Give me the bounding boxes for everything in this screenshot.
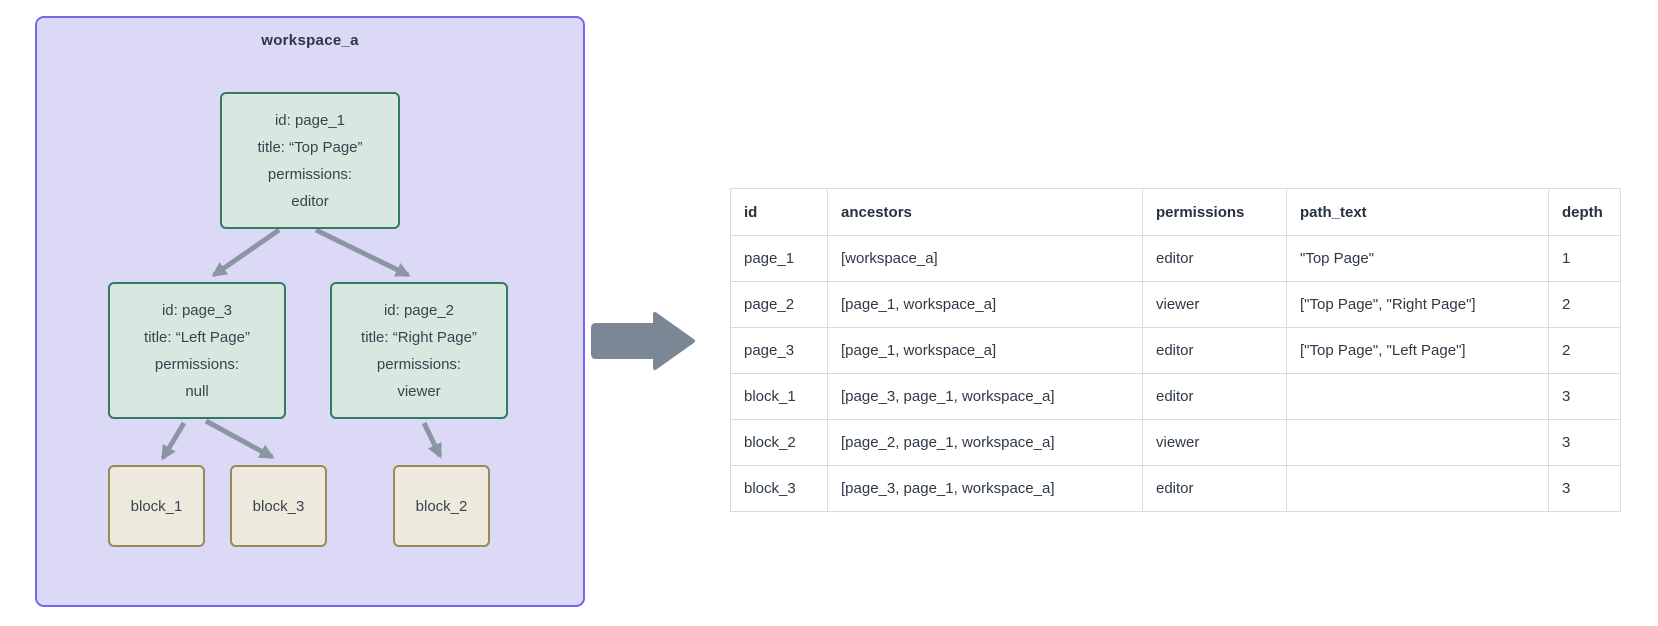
node-line-id: id: page_3 (161, 301, 233, 319)
node-line-perm: permissions: (376, 355, 462, 373)
cell-ancestors: [workspace_a] (827, 235, 1143, 282)
cell-permissions: editor (1142, 235, 1287, 282)
node-block-3: block_3 (230, 465, 327, 547)
cell-path-text (1286, 419, 1549, 466)
node-line-id: id: page_2 (383, 301, 455, 319)
edge-arrow-page1-page3 (211, 227, 281, 278)
col-header-permissions: permissions (1142, 188, 1287, 236)
node-line-perm: permissions: (154, 355, 240, 373)
cell-id: block_1 (730, 373, 828, 420)
col-header-ancestors: ancestors (827, 188, 1143, 236)
cell-id: page_2 (730, 281, 828, 328)
col-header-id: id (730, 188, 828, 236)
cell-permissions: viewer (1142, 419, 1287, 466)
cell-path-text: ["Top Page", "Right Page"] (1286, 281, 1549, 328)
result-table: id ancestors permissions path_text depth… (730, 188, 1621, 512)
cell-permissions: editor (1142, 327, 1287, 374)
cell-ancestors: [page_3, page_1, workspace_a] (827, 373, 1143, 420)
cell-depth: 2 (1548, 281, 1621, 328)
node-line-perm-value: null (185, 382, 209, 400)
workspace-title: workspace_a (261, 32, 359, 49)
table-row: block_1 [page_3, page_1, workspace_a] ed… (730, 373, 1621, 420)
cell-depth: 2 (1548, 327, 1621, 374)
cell-permissions: viewer (1142, 281, 1287, 328)
col-header-depth: depth (1548, 188, 1621, 236)
workspace-container: workspace_a id: page_1 title: “Top Page”… (35, 16, 585, 607)
node-block-1: block_1 (108, 465, 205, 547)
node-line-perm: permissions: (267, 165, 353, 183)
node-line-title: title: “Left Page” (144, 328, 250, 346)
node-line-id: id: page_1 (274, 111, 346, 129)
cell-permissions: editor (1142, 373, 1287, 420)
cell-id: block_3 (730, 465, 828, 512)
table-header-row: id ancestors permissions path_text depth (730, 188, 1621, 236)
node-page-1: id: page_1 title: “Top Page” permissions… (220, 92, 400, 229)
node-line-perm-value: viewer (397, 382, 441, 400)
edge-arrow-page1-page2 (314, 227, 411, 278)
node-line-perm-value: editor (291, 192, 329, 210)
node-block-2: block_2 (393, 465, 490, 547)
node-line-title: title: “Right Page” (361, 328, 477, 346)
cell-permissions: editor (1142, 465, 1287, 512)
cell-ancestors: [page_2, page_1, workspace_a] (827, 419, 1143, 466)
cell-depth: 3 (1548, 373, 1621, 420)
cell-path-text (1286, 465, 1549, 512)
edge-arrow-page3-block1 (160, 421, 187, 461)
cell-depth: 1 (1548, 235, 1621, 282)
cell-depth: 3 (1548, 419, 1621, 466)
cell-id: page_3 (730, 327, 828, 374)
cell-id: block_2 (730, 419, 828, 466)
cell-depth: 3 (1548, 465, 1621, 512)
node-label: block_2 (415, 497, 468, 515)
node-line-title: title: “Top Page” (257, 138, 363, 156)
table-row: block_2 [page_2, page_1, workspace_a] vi… (730, 419, 1621, 466)
cell-ancestors: [page_1, workspace_a] (827, 327, 1143, 374)
table-row: page_1 [workspace_a] editor "Top Page" 1 (730, 235, 1621, 282)
cell-path-text: ["Top Page", "Left Page"] (1286, 327, 1549, 374)
table-row: page_2 [page_1, workspace_a] viewer ["To… (730, 281, 1621, 328)
edge-arrow-page2-block2 (421, 421, 443, 459)
cell-path-text: "Top Page" (1286, 235, 1549, 282)
table-row: block_3 [page_3, page_1, workspace_a] ed… (730, 465, 1621, 512)
node-page-2: id: page_2 title: “Right Page” permissio… (330, 282, 508, 419)
cell-id: page_1 (730, 235, 828, 282)
table-row: page_3 [page_1, workspace_a] editor ["To… (730, 327, 1621, 374)
node-label: block_3 (252, 497, 305, 515)
cell-ancestors: [page_1, workspace_a] (827, 281, 1143, 328)
cell-ancestors: [page_3, page_1, workspace_a] (827, 465, 1143, 512)
node-page-3: id: page_3 title: “Left Page” permission… (108, 282, 286, 419)
transform-arrow-icon (591, 312, 695, 370)
node-label: block_1 (130, 497, 183, 515)
cell-path-text (1286, 373, 1549, 420)
edge-arrow-page3-block3 (204, 418, 275, 460)
col-header-path-text: path_text (1286, 188, 1549, 236)
